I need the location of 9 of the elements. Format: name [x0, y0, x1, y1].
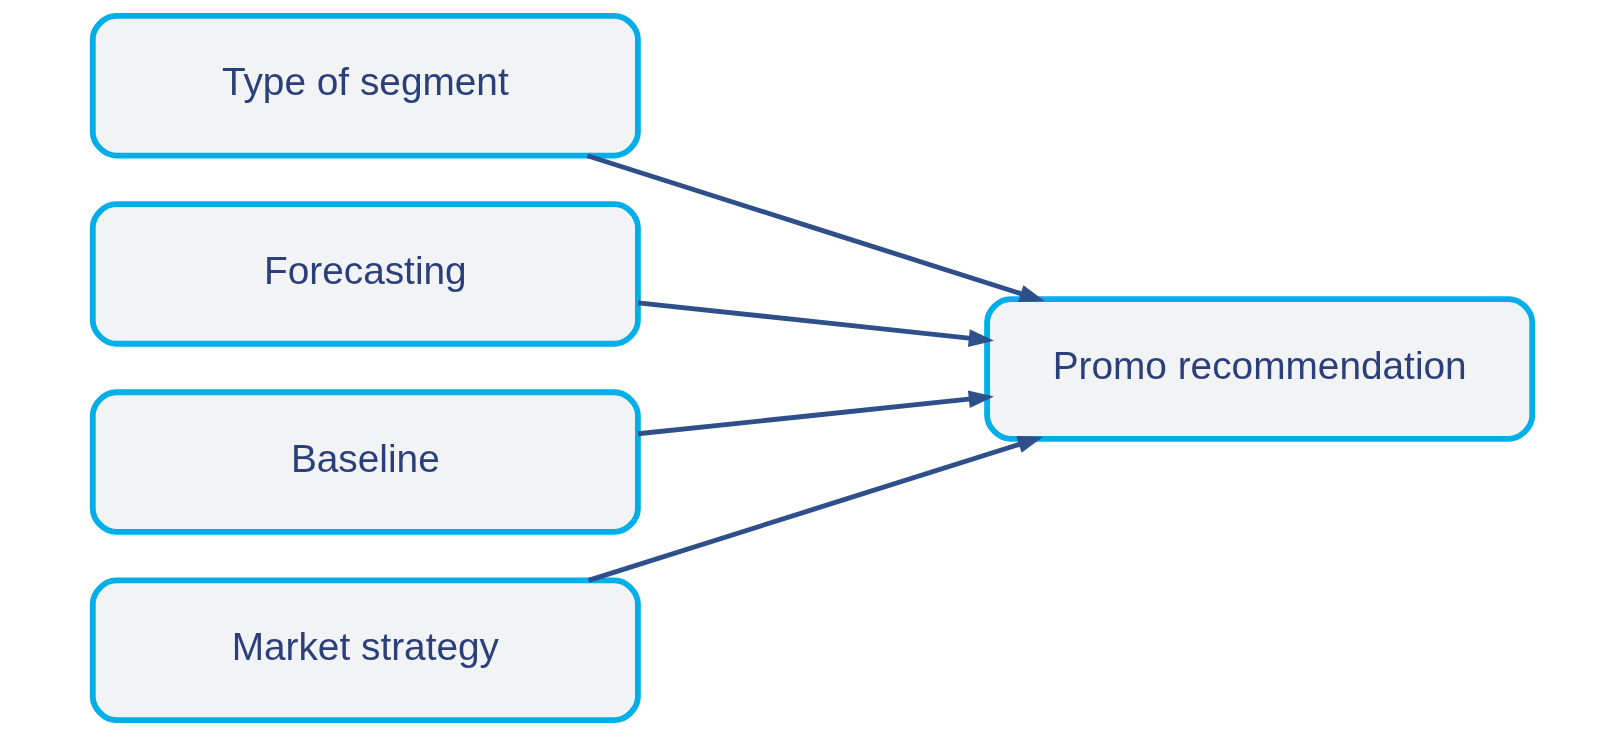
arrow [637, 300, 994, 347]
arrow [587, 435, 1043, 583]
node-box: Baseline [89, 389, 641, 535]
arrow [637, 390, 994, 437]
node-box: Type of segment [89, 13, 641, 159]
node-box: Promo recommendation [983, 296, 1535, 442]
arrow [586, 153, 1045, 303]
node-box: Forecasting [89, 201, 641, 347]
node-box: Market strategy [89, 577, 641, 723]
